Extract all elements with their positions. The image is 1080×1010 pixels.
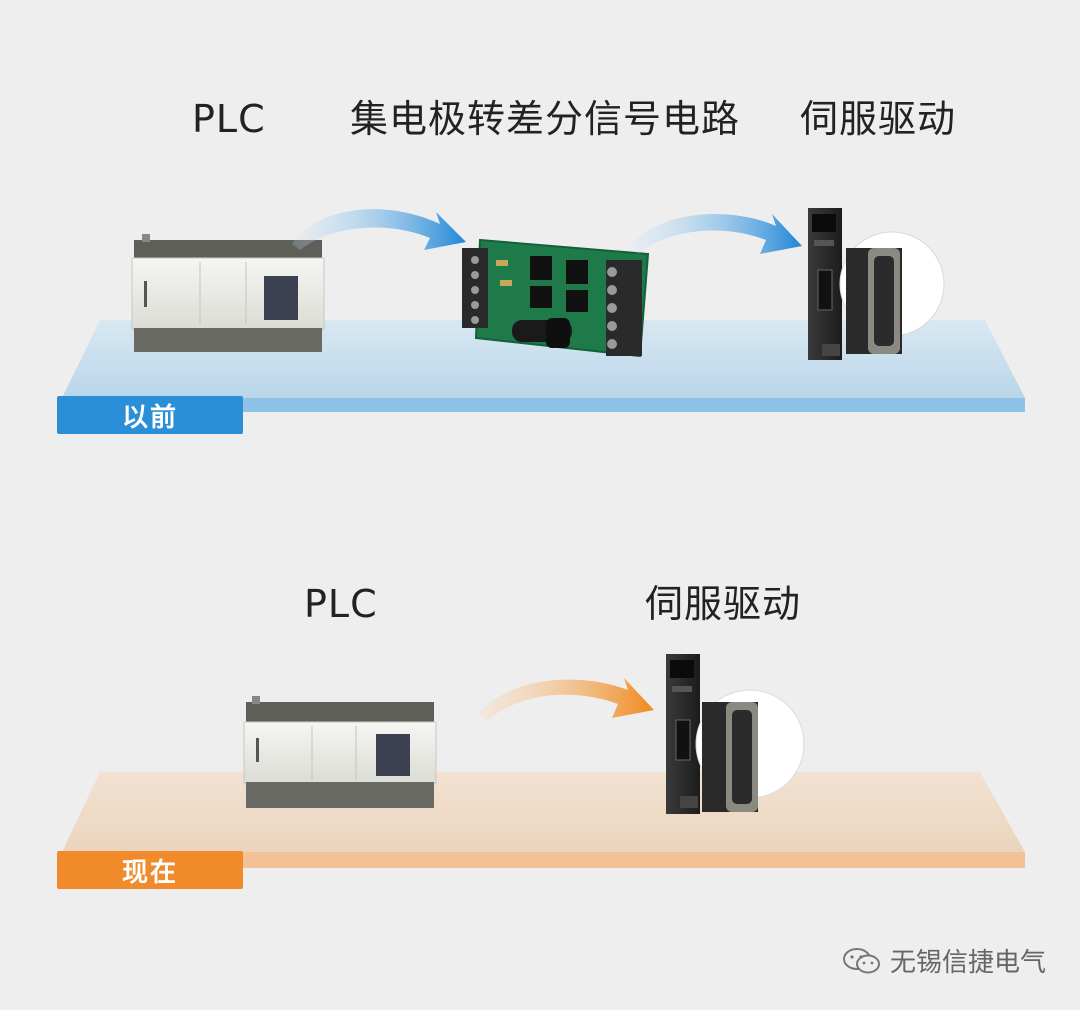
circuit-board-icon [462, 238, 650, 358]
now-arrow [478, 678, 654, 720]
now-servo-label: 伺服驱动 [645, 582, 802, 626]
watermark: 无锡信捷电气 [842, 942, 1046, 979]
plc-device-icon [243, 696, 437, 808]
before-plc-label: PLC [192, 97, 266, 141]
before-arrow-2 [630, 214, 802, 254]
servo-drive-icon [808, 208, 945, 360]
before-circuit-label: 集电极转差分信号电路 [350, 97, 741, 141]
now-plc-label: PLC [304, 582, 378, 626]
watermark-text: 无锡信捷电气 [889, 948, 1046, 978]
plc-device-icon [131, 234, 325, 352]
before-tag: 以前 [57, 396, 243, 434]
now-stage [62, 654, 1025, 868]
servo-drive-icon [666, 654, 805, 814]
before-stage [62, 208, 1025, 412]
before-servo-label: 伺服驱动 [800, 97, 957, 141]
before-arrow-1 [292, 209, 466, 250]
now-tag: 现在 [57, 851, 243, 889]
wechat-icon [842, 946, 882, 976]
